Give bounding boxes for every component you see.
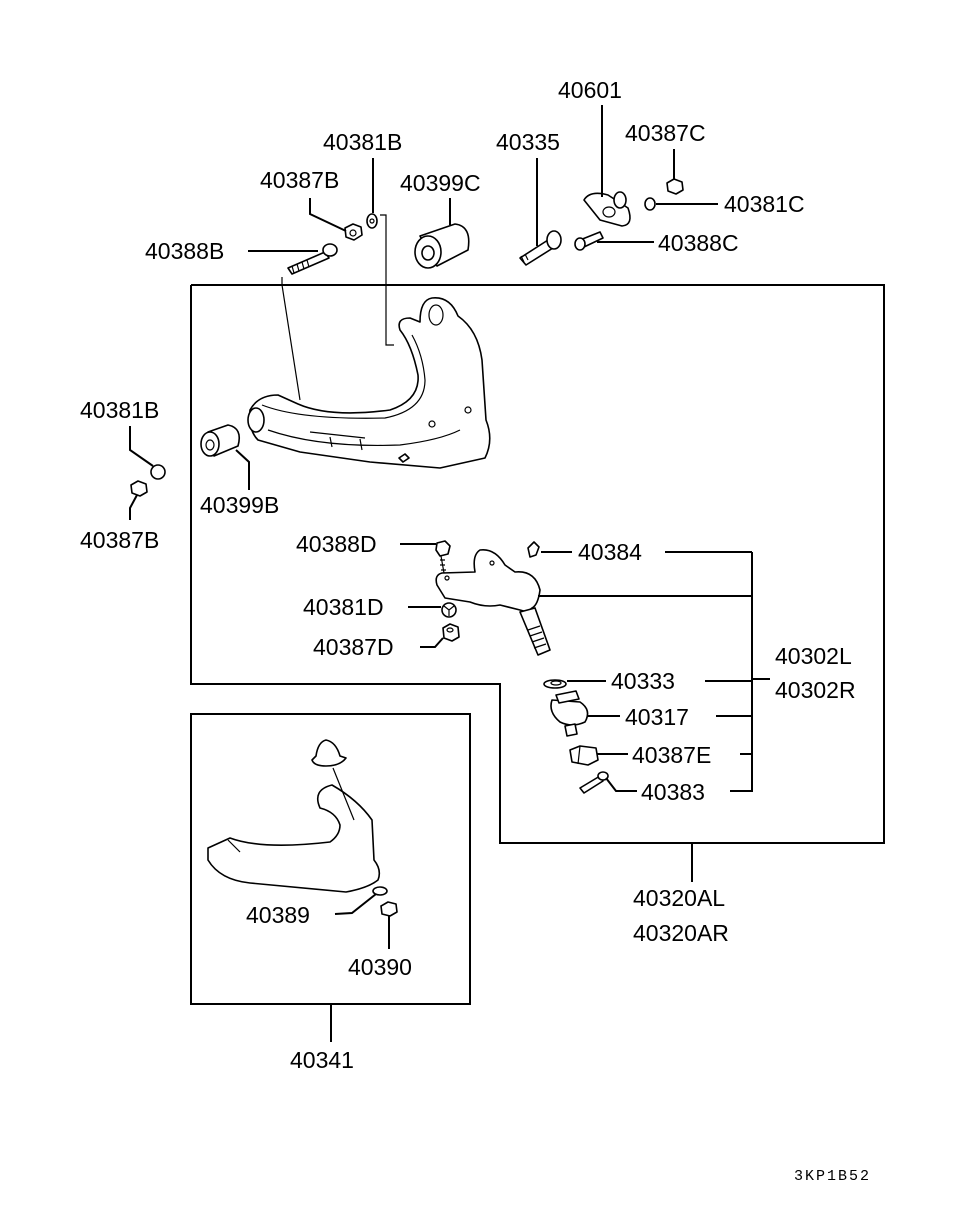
callout-40383[interactable]: 40383 xyxy=(641,779,705,805)
bushing-40399C-icon xyxy=(414,223,470,269)
bump-stopper-bracket-40341-icon xyxy=(207,739,381,893)
leader-40381B-left xyxy=(129,426,154,467)
washer-40389-icon xyxy=(372,886,388,896)
leader-40383 xyxy=(605,777,637,792)
callout-40302R[interactable]: 40302R xyxy=(775,677,856,703)
ball-joint-40302-icon xyxy=(435,548,551,656)
bushing-40399B-icon xyxy=(200,424,241,457)
leader-40387B-left xyxy=(129,494,138,520)
callout-40387B-top[interactable]: 40387B xyxy=(260,167,339,193)
callout-40387C[interactable]: 40387C xyxy=(625,120,706,146)
nut-40387B-left-icon xyxy=(130,480,148,497)
bolt-40335-icon xyxy=(519,230,562,266)
upper-arm-assembly-box xyxy=(190,284,885,844)
nut-40387B-icon xyxy=(344,223,363,241)
bolt-40388D-icon xyxy=(435,540,451,574)
callout-40381B-top[interactable]: 40381B xyxy=(323,129,402,155)
dust-boot-40317-icon xyxy=(550,690,589,737)
callout-40302L[interactable]: 40302L xyxy=(775,643,852,669)
washer-40381D-icon xyxy=(441,602,457,618)
callout-40384[interactable]: 40384 xyxy=(578,539,642,565)
leader-40387D xyxy=(420,637,444,648)
callout-40335[interactable]: 40335 xyxy=(496,129,560,155)
washer-40381B-left-icon xyxy=(150,464,166,480)
nut-40387D-icon xyxy=(442,623,460,642)
callout-40333[interactable]: 40333 xyxy=(611,668,675,694)
cotter-pin-40383-icon xyxy=(579,771,609,794)
dust-seal-ring-40333-icon xyxy=(543,679,567,689)
callout-40320AR[interactable]: 40320AR xyxy=(633,920,729,946)
callout-40390[interactable]: 40390 xyxy=(348,954,412,980)
nut-40390-icon xyxy=(380,901,398,917)
leader-40399B xyxy=(235,449,250,490)
callout-40388B[interactable]: 40388B xyxy=(145,238,224,264)
callout-40387E[interactable]: 40387E xyxy=(632,742,711,768)
callout-40388D[interactable]: 40388D xyxy=(296,531,377,557)
nut-40387C-icon xyxy=(666,178,684,195)
axis-line-top xyxy=(380,214,394,346)
callout-40388C[interactable]: 40388C xyxy=(658,230,739,256)
callout-40387D[interactable]: 40387D xyxy=(313,634,394,660)
callout-40320AL[interactable]: 40320AL xyxy=(633,885,725,911)
callout-40341[interactable]: 40341 xyxy=(290,1047,354,1073)
leader-40387B-top xyxy=(309,198,347,232)
callout-40317[interactable]: 40317 xyxy=(625,704,689,730)
bolt-40388B-icon xyxy=(287,243,338,275)
leader-40389 xyxy=(334,893,377,915)
grease-fitting-40384-icon xyxy=(527,541,540,558)
bolt-40388C-icon xyxy=(574,231,604,251)
diagram-reference-code: 3KP1B52 xyxy=(794,1168,871,1185)
callout-40399B[interactable]: 40399B xyxy=(200,492,279,518)
cam-plate-40601-icon xyxy=(583,191,631,227)
upper-control-arm-icon xyxy=(247,297,491,469)
nut-40387E-icon xyxy=(569,745,599,766)
callout-40387B-left[interactable]: 40387B xyxy=(80,527,159,553)
callout-40381C[interactable]: 40381C xyxy=(724,191,805,217)
callout-40399C[interactable]: 40399C xyxy=(400,170,481,196)
callout-40381B-left[interactable]: 40381B xyxy=(80,397,159,423)
callout-40389[interactable]: 40389 xyxy=(246,902,310,928)
callout-40601[interactable]: 40601 xyxy=(558,77,622,103)
washer-40381C-icon xyxy=(644,197,656,211)
washer-40381B-icon xyxy=(366,213,378,229)
axis-line-bolt xyxy=(281,277,301,401)
callout-40381D[interactable]: 40381D xyxy=(303,594,384,620)
